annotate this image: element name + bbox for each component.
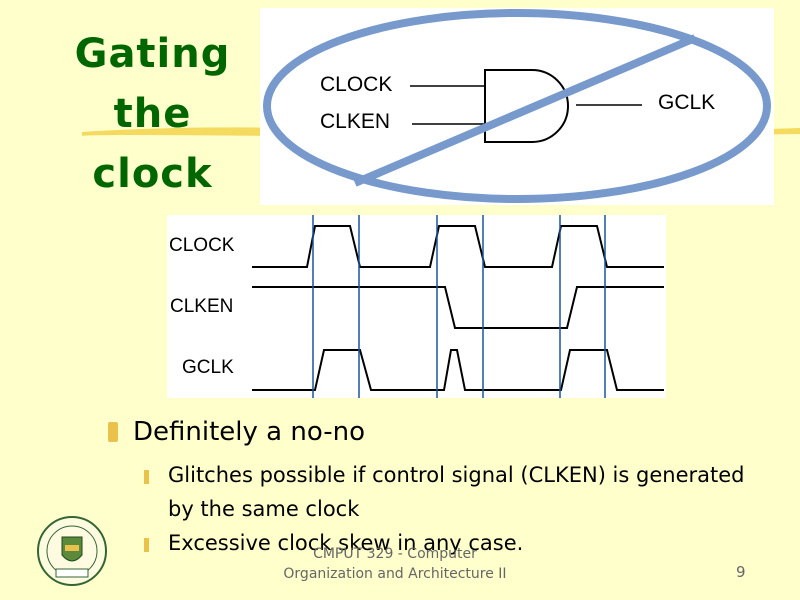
bullet-list: Definitely a no-no Glitches possible if … — [108, 414, 748, 560]
bullet-sub-1-text: Glitches possible if control signal (CLK… — [168, 463, 745, 521]
bullet-main-text: Definitely a no-no — [133, 417, 365, 447]
slide-title: Gating the clock — [70, 24, 235, 204]
clken-waveform — [252, 286, 664, 329]
bullet-sub-1: Glitches possible if control signal (CLK… — [108, 458, 748, 526]
timing-reference-lines — [312, 215, 606, 398]
bullet-marker-icon — [108, 422, 118, 442]
timing-diagram: CLOCK CLKEN GCLK — [167, 215, 666, 398]
sub-bullet-marker-icon — [144, 470, 149, 484]
prohibition-slash — [353, 34, 697, 187]
clock-waveform — [252, 225, 664, 268]
timing-label-clken: CLKEN — [170, 296, 233, 317]
sub-bullet-marker-icon — [144, 538, 149, 552]
gate-input-clock-label: CLOCK — [320, 73, 392, 96]
title-line-3: clock — [92, 151, 213, 197]
footer-line-2: Organization and Architecture II — [283, 566, 507, 582]
gclk-waveform — [252, 349, 664, 391]
page-number: 9 — [736, 563, 746, 581]
and-gate-symbol — [484, 69, 569, 143]
title-line-1: Gating — [74, 31, 231, 77]
title-line-2: the — [113, 91, 192, 137]
slide-footer: CMPUT 329 - Computer Organization and Ar… — [270, 544, 520, 584]
and-gate-diagram: CLOCK CLKEN GCLK — [260, 8, 774, 205]
timing-label-gclk: GCLK — [182, 357, 234, 378]
footer-line-1: CMPUT 329 - Computer — [313, 546, 477, 562]
timing-label-clock: CLOCK — [169, 235, 235, 256]
bullet-sub-2-text: Excessive clock skew in any case. — [168, 531, 524, 555]
gate-input-clken-label: CLKEN — [320, 110, 390, 133]
university-crest-logo — [37, 516, 107, 586]
gate-output-gclk-label: GCLK — [658, 91, 715, 114]
bullet-sub-2: Excessive clock skew in any case. — [108, 526, 748, 560]
prohibition-ring — [263, 9, 771, 203]
bullet-main: Definitely a no-no — [108, 414, 748, 450]
